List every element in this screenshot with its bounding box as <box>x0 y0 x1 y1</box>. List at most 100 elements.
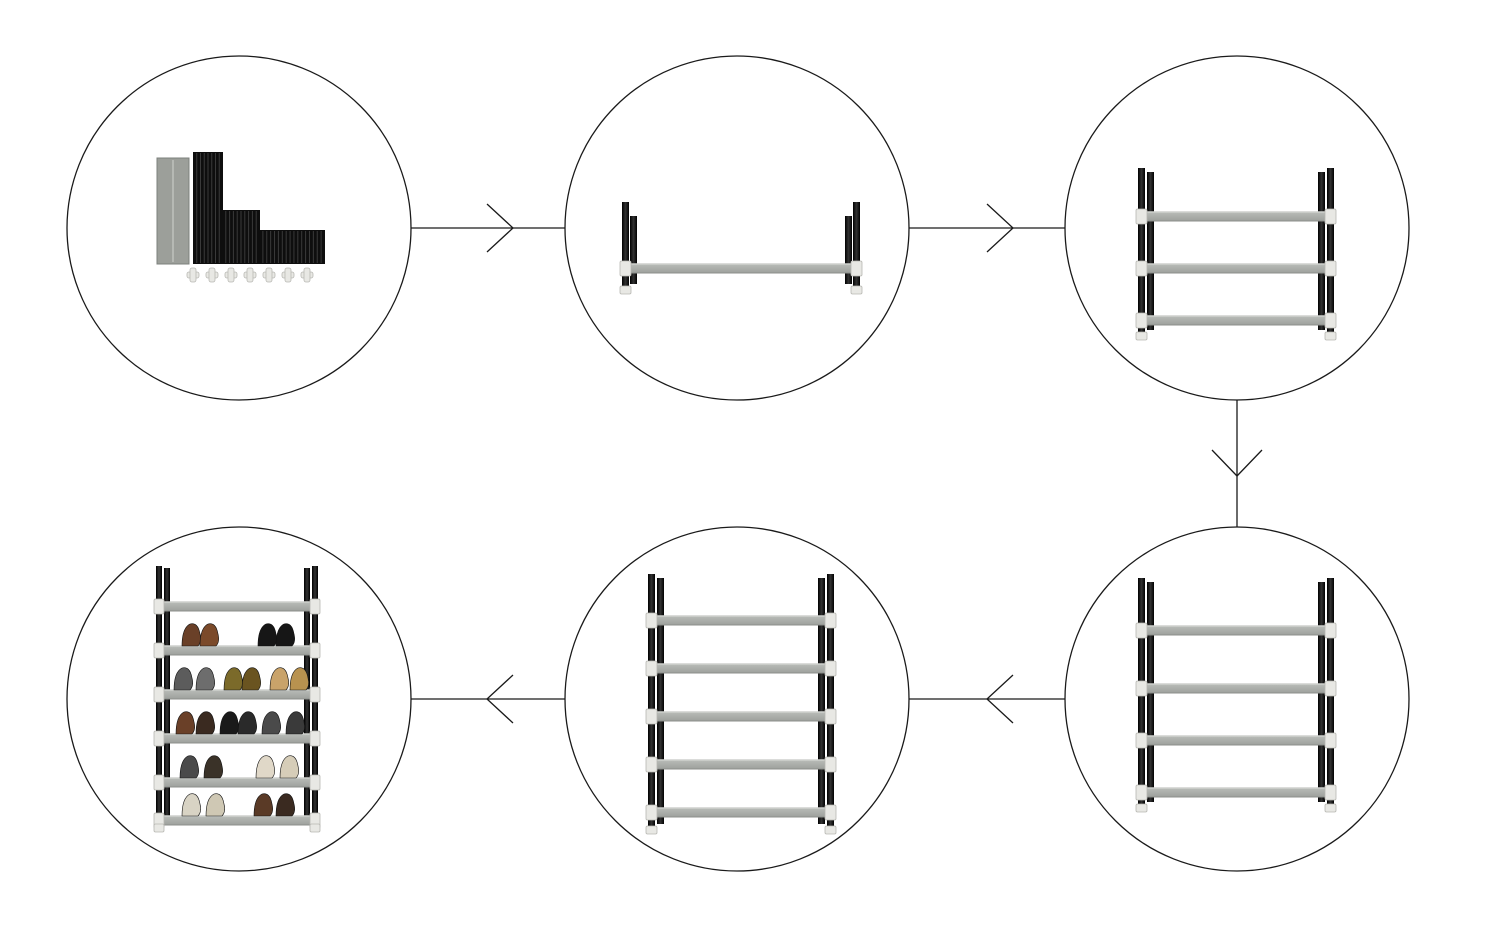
connector-joint <box>1324 260 1337 277</box>
connector-pieces <box>186 267 314 283</box>
frame-pole <box>827 574 834 830</box>
connector-joint <box>1135 680 1148 697</box>
connector-joint <box>1135 784 1148 801</box>
shoe <box>199 623 219 647</box>
step-3-circle <box>1064 55 1410 401</box>
connector-joint <box>645 660 658 677</box>
connector-joint <box>153 686 165 703</box>
connector-joint <box>824 660 837 677</box>
connector-joint <box>1135 312 1148 329</box>
shoe <box>203 755 223 779</box>
shelf <box>157 733 317 744</box>
chevron-right-icon <box>986 203 1014 253</box>
connector-joint <box>645 612 658 629</box>
rack-three-shelves <box>1135 168 1337 341</box>
connector-joint <box>1324 784 1337 801</box>
shoe <box>279 755 299 779</box>
foot-cap <box>153 823 165 833</box>
shelf <box>1139 315 1333 326</box>
shelf <box>1139 735 1333 746</box>
connector-joint <box>824 708 837 725</box>
chevron-left-icon <box>986 674 1014 724</box>
connector-3-4 <box>1211 400 1263 528</box>
shoe <box>195 711 215 735</box>
shoe <box>237 711 257 735</box>
frame-pole <box>1318 172 1325 330</box>
shelf <box>1139 211 1333 222</box>
shoe <box>275 623 295 647</box>
connector-joint <box>309 598 321 615</box>
foot-cap <box>1135 331 1148 341</box>
shelf <box>1139 263 1333 274</box>
shelf <box>157 645 317 656</box>
shoe <box>269 667 289 691</box>
shelf <box>649 807 833 818</box>
frame-pole <box>853 202 860 290</box>
parts-kit-illustration <box>156 152 325 283</box>
connector-1-2 <box>410 203 568 253</box>
shoe <box>255 755 275 779</box>
connector-joint <box>309 774 321 791</box>
shelf <box>649 615 833 626</box>
shoe <box>179 755 199 779</box>
frame-pole <box>622 202 629 290</box>
shelf <box>1139 683 1333 694</box>
connector-2-3 <box>908 203 1066 253</box>
frame-pole <box>1327 168 1334 336</box>
pole-bundle <box>259 230 325 264</box>
connector-4-5 <box>908 674 1066 724</box>
connector-joint <box>824 612 837 629</box>
shelf <box>649 711 833 722</box>
shelf <box>157 689 317 700</box>
shoe <box>205 793 225 817</box>
shelf <box>649 663 833 674</box>
frame-pole <box>845 216 852 284</box>
shelf <box>1139 787 1333 798</box>
foot-cap <box>645 825 658 835</box>
shoe <box>275 793 295 817</box>
shoe <box>195 667 215 691</box>
connector-joint <box>153 774 165 791</box>
pole-bundle <box>193 152 223 264</box>
frame-pole <box>657 578 664 824</box>
connector-joint <box>645 756 658 773</box>
connector-joint <box>850 260 863 277</box>
shoe <box>285 711 305 735</box>
connector-joint <box>153 730 165 747</box>
foot-cap <box>850 285 863 295</box>
foot-cap <box>1324 803 1337 813</box>
connector-joint <box>1324 622 1337 639</box>
pole-bundle <box>222 210 260 264</box>
shelf <box>649 759 833 770</box>
connector-joint <box>1135 732 1148 749</box>
connector-joint <box>1324 732 1337 749</box>
chevron-right-icon <box>486 203 514 253</box>
step-2-circle <box>564 55 910 401</box>
frame-pole <box>630 216 637 284</box>
connector-joint <box>645 804 658 821</box>
shelf <box>157 601 317 612</box>
step-5-circle <box>564 526 910 872</box>
step-4-circle <box>1064 526 1410 872</box>
connector-joint <box>824 804 837 821</box>
connector-joint <box>619 260 632 277</box>
connector-joint <box>309 730 321 747</box>
shoe <box>261 711 281 735</box>
foot-cap <box>1324 331 1337 341</box>
shelf <box>157 815 317 826</box>
connector-joint <box>1324 680 1337 697</box>
shoe <box>181 793 201 817</box>
rack-filled-with-shoes <box>153 566 321 833</box>
shelf <box>1139 625 1333 636</box>
connector-joint <box>645 708 658 725</box>
foot-cap <box>824 825 837 835</box>
shoe <box>289 667 309 691</box>
connector-joint <box>1135 260 1148 277</box>
shoe <box>175 711 195 735</box>
frame-pole <box>648 574 655 830</box>
frame-pole <box>1147 172 1154 330</box>
chevron-left-icon <box>486 674 514 724</box>
connector-joint <box>1324 312 1337 329</box>
connector-joint <box>824 756 837 773</box>
